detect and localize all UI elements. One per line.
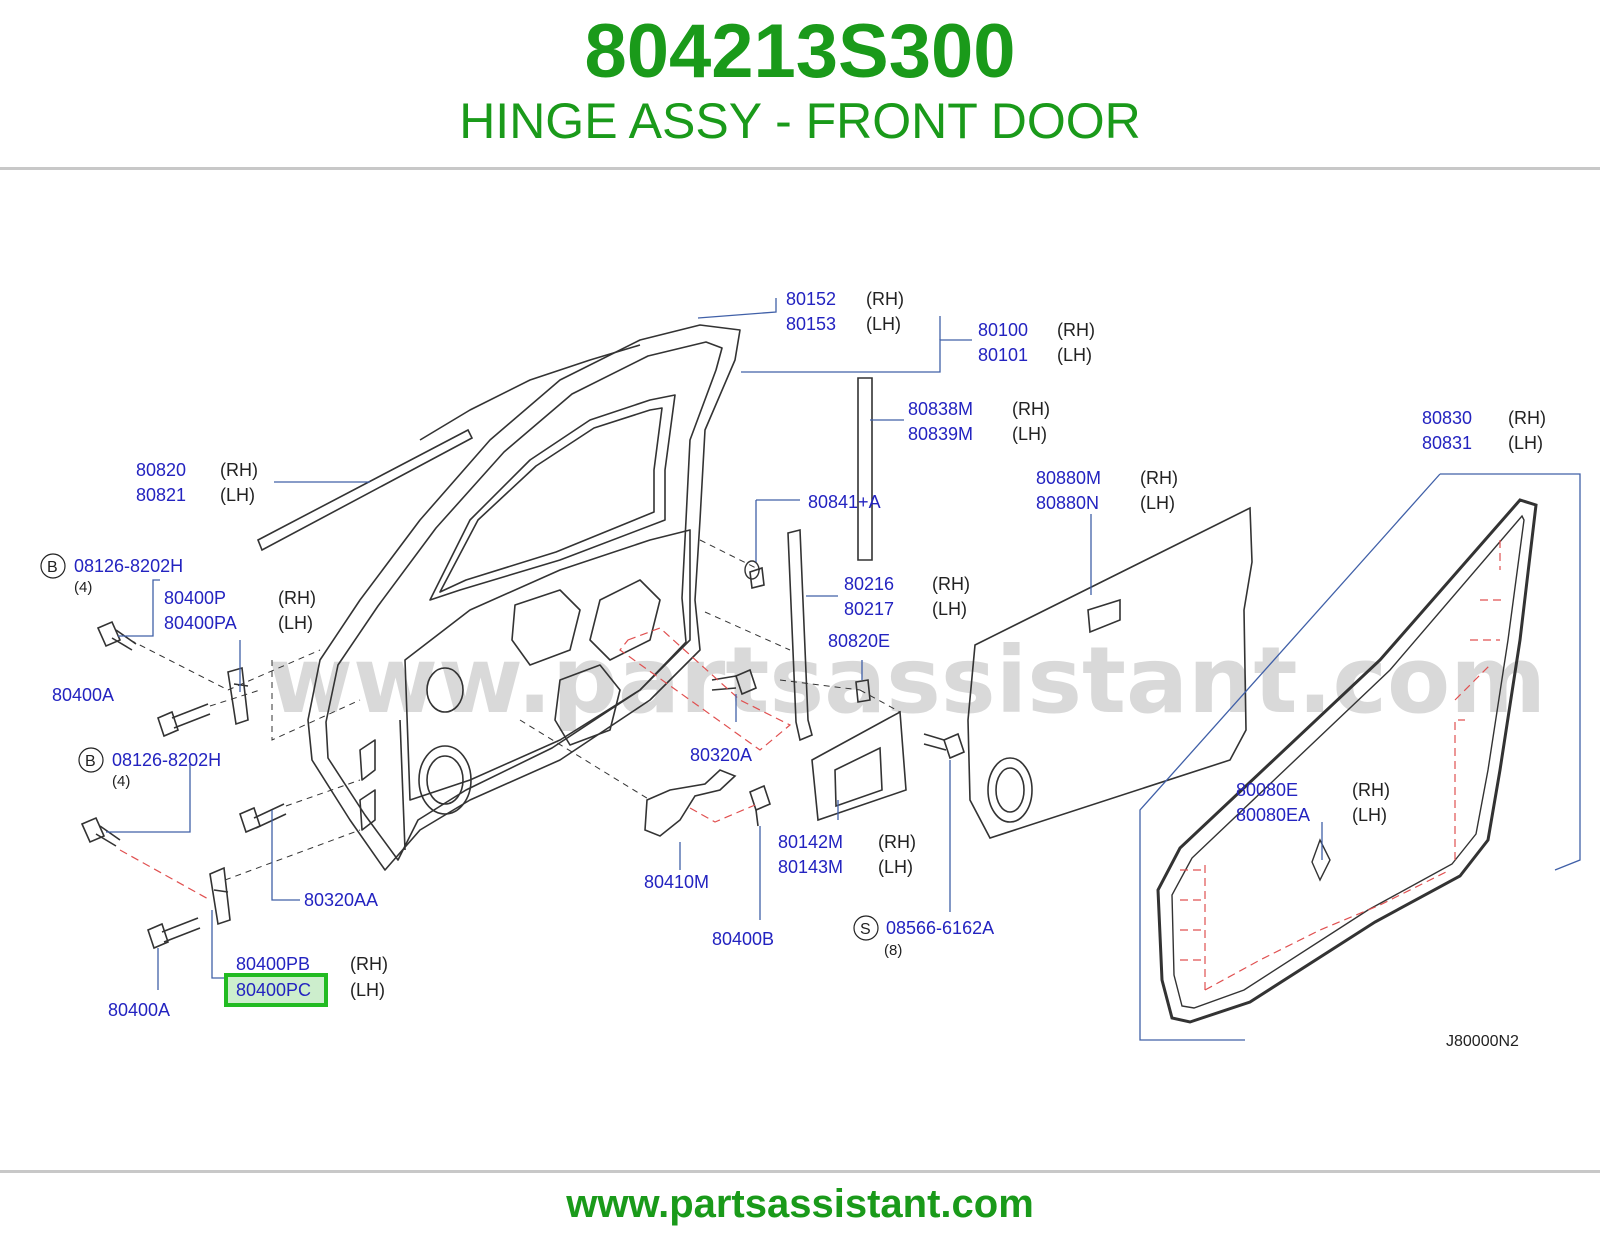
label-80217[interactable]: 80217 — [844, 599, 894, 619]
label-80839M[interactable]: 80839M — [908, 424, 973, 444]
label-08126-8202H-top[interactable]: 08126-8202H — [74, 556, 183, 576]
label-80820[interactable]: 80820 — [136, 460, 186, 480]
label-80821[interactable]: 80821 — [136, 485, 186, 505]
belt-moulding-drawing — [256, 428, 474, 552]
side-80100: (RH) — [1057, 320, 1095, 340]
side-80143M: (LH) — [878, 857, 913, 877]
sash-channel-drawing — [787, 528, 813, 742]
label-80400PB[interactable]: 80400PB — [236, 954, 310, 974]
label-80841A[interactable]: 80841+A — [808, 492, 881, 512]
side-80217: (LH) — [932, 599, 967, 619]
side-80400PA: (LH) — [278, 613, 313, 633]
label-80142M[interactable]: 80142M — [778, 832, 843, 852]
qty-08126-8202H-top: (4) — [74, 579, 92, 596]
label-80400PA[interactable]: 80400PA — [164, 613, 237, 633]
badge-s-circle — [853, 915, 879, 941]
watermark-text: www.partsassistant.com — [268, 627, 1546, 734]
side-80400PC: (LH) — [350, 980, 385, 1000]
side-80152: (RH) — [866, 289, 904, 309]
label-80820E[interactable]: 80820E — [828, 631, 890, 651]
side-80080E: (RH) — [1352, 780, 1390, 800]
side-80080EA: (LH) — [1352, 805, 1387, 825]
label-80080EA[interactable]: 80080EA — [1236, 805, 1310, 825]
part-name-subtitle: HINGE ASSY - FRONT DOOR — [459, 93, 1141, 149]
label-80400PC[interactable]: 80400PC — [236, 980, 311, 1000]
website-footer[interactable]: www.partsassistant.com — [566, 1182, 1034, 1226]
side-80142M: (RH) — [878, 832, 916, 852]
door-shell-drawing — [307, 324, 741, 871]
red-dashed-guides — [119, 627, 792, 901]
hinge-bolt-drawings — [80, 566, 965, 950]
side-80830: (RH) — [1508, 408, 1546, 428]
diagram-code: J80000N2 — [1446, 1033, 1519, 1050]
label-80320AA[interactable]: 80320AA — [304, 890, 378, 910]
header-divider — [0, 167, 1600, 170]
label-80831[interactable]: 80831 — [1422, 433, 1472, 453]
label-80400A-top[interactable]: 80400A — [52, 685, 114, 705]
label-80216[interactable]: 80216 — [844, 574, 894, 594]
badge-b-bottom: B — [85, 753, 96, 770]
label-80400P[interactable]: 80400P — [164, 588, 226, 608]
side-80101: (LH) — [1057, 345, 1092, 365]
label-80400B[interactable]: 80400B — [712, 929, 774, 949]
highlight-box-80400PC[interactable] — [224, 973, 328, 1007]
label-80143M[interactable]: 80143M — [778, 857, 843, 877]
door-trim-panel-drawing — [967, 506, 1253, 839]
assembly-dashed-lines — [129, 539, 901, 881]
label-80320A[interactable]: 80320A — [690, 745, 752, 765]
side-80839M: (LH) — [1012, 424, 1047, 444]
qty-08566-6162A: (8) — [884, 942, 902, 959]
label-80410M[interactable]: 80410M — [644, 872, 709, 892]
side-80153: (LH) — [866, 314, 901, 334]
leader-lines — [106, 298, 1581, 1041]
side-80820: (RH) — [220, 460, 258, 480]
label-80400A-bottom[interactable]: 80400A — [108, 1000, 170, 1020]
label-80830[interactable]: 80830 — [1422, 408, 1472, 428]
side-80400PB: (RH) — [350, 954, 388, 974]
side-80880M: (RH) — [1140, 468, 1178, 488]
label-80880M[interactable]: 80880M — [1036, 468, 1101, 488]
grommet-drawing — [744, 560, 760, 580]
side-80821: (LH) — [220, 485, 255, 505]
label-80153[interactable]: 80153 — [786, 314, 836, 334]
side-80831: (LH) — [1508, 433, 1543, 453]
footer-divider — [0, 1170, 1600, 1173]
label-80880N[interactable]: 80880N — [1036, 493, 1099, 513]
side-80838M: (RH) — [1012, 399, 1050, 419]
badge-s: S — [860, 921, 871, 938]
label-08566-6162A[interactable]: 08566-6162A — [886, 918, 994, 938]
badge-b-circle-bottom — [78, 747, 104, 773]
label-80101[interactable]: 80101 — [978, 345, 1028, 365]
qty-08126-8202H-bottom: (4) — [112, 773, 130, 790]
door-weatherstrip-drawing — [1156, 498, 1538, 1024]
label-80080E[interactable]: 80080E — [1236, 780, 1298, 800]
label-80152[interactable]: 80152 — [786, 289, 836, 309]
sash-strip-drawing — [857, 377, 873, 561]
side-80400P: (RH) — [278, 588, 316, 608]
label-80838M[interactable]: 80838M — [908, 399, 973, 419]
side-80880N: (LH) — [1140, 493, 1175, 513]
part-number-title: 804213S300 — [584, 9, 1016, 94]
label-80100[interactable]: 80100 — [978, 320, 1028, 340]
side-80216: (RH) — [932, 574, 970, 594]
label-08126-8202H-bottom[interactable]: 08126-8202H — [112, 750, 221, 770]
badge-b-top: B — [47, 559, 58, 576]
badge-b-circle-top — [40, 553, 66, 579]
